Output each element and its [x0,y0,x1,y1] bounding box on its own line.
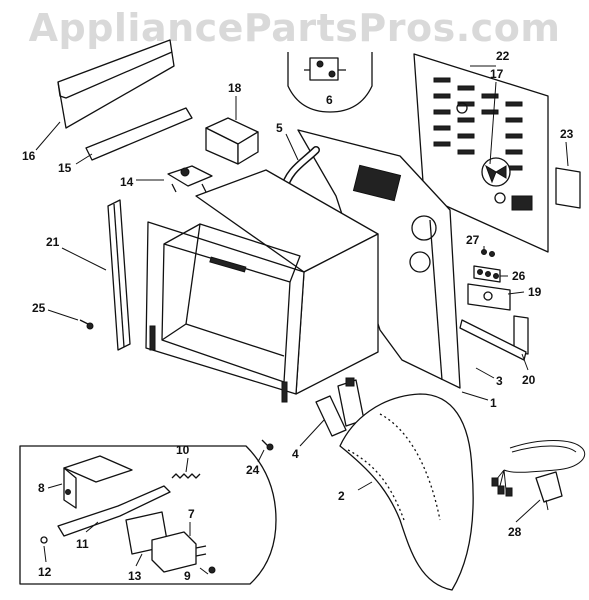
part-4-hinge-bracket [315,377,365,437]
part-24-screw [261,439,274,451]
callout-10: 10 [176,443,190,457]
callout-9: 9 [184,569,191,583]
callout-7: 7 [188,507,195,521]
callout-26: 26 [512,269,526,283]
callout-28: 28 [508,525,522,539]
part-10-spring [171,473,201,479]
callout-23: 23 [560,127,574,141]
part-15-strip [85,107,193,161]
callout-18: 18 [228,81,242,95]
callout-22: 22 [496,49,510,63]
callout-25: 25 [32,301,46,315]
callout-labels: 1 2 3 4 5 6 7 8 9 10 11 12 13 14 15 16 1… [22,49,574,583]
callout-27: 27 [466,233,480,247]
part-22-back-panel [413,53,549,253]
callout-1: 1 [490,396,497,410]
part-21-vertical-bar [107,199,131,351]
part-19-box [467,283,511,311]
part-7-switch [151,531,207,573]
part-26-terminal-block [473,265,501,283]
part-25-screw [79,319,94,330]
part-28-wire-harness [491,440,586,511]
callout-6: 6 [326,93,333,107]
part-1-side-frame [297,129,461,389]
part-6-inset [287,52,373,113]
callout-21: 21 [46,235,60,249]
part-17-fan [481,157,511,187]
callout-8: 8 [38,481,45,495]
callout-13: 13 [128,569,142,583]
callout-4: 4 [292,447,299,461]
callout-12: 12 [38,565,52,579]
callout-11: 11 [76,537,89,551]
oven-cavity [145,169,379,403]
callout-14: 14 [120,175,134,189]
callout-3: 3 [496,374,503,388]
callout-5: 5 [276,121,283,135]
callout-20: 20 [522,373,536,387]
part-20-plate [513,315,529,355]
part-2-insulation [339,393,474,591]
part-8-bracket [63,455,133,509]
leader-lines [35,65,569,575]
callout-24: 24 [246,463,260,477]
part-23-plate [555,167,581,209]
part-18-block [205,117,259,165]
part-14-clip [167,165,213,193]
callout-17: 17 [490,67,504,81]
callout-2: 2 [338,489,345,503]
part-16-bracket [57,39,175,129]
callout-16: 16 [22,149,36,163]
part-11-lever [57,485,171,537]
part-12-clip [40,536,48,544]
part-9-screw [208,566,216,574]
callout-19: 19 [528,285,542,299]
callout-15: 15 [58,161,72,175]
part-27-clip [481,249,495,257]
